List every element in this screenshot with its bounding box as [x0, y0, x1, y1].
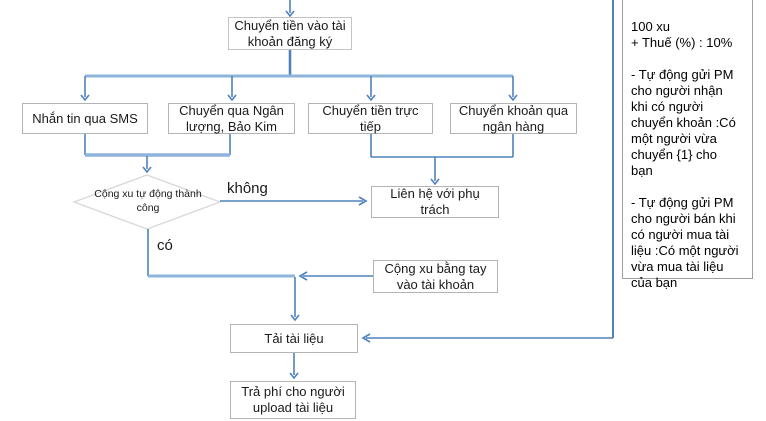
arrowhead-down-icon [80, 94, 90, 102]
node-start[interactable]: Chuyển tiền vào tài khoản đăng ký [228, 17, 352, 50]
node-nganluong-label: Chuyển qua Ngân lượng, Bảo Kim [179, 102, 284, 134]
node-taitailieu-label: Tải tài liệu [264, 330, 324, 346]
node-congxutay[interactable]: Cộng xu bằng tay vào tài khoản [373, 260, 498, 293]
node-traphi[interactable]: Trả phí cho người upload tài liệu [230, 381, 356, 419]
arrowhead-down-icon [142, 166, 152, 174]
node-tructiep[interactable]: Chuyển tiền trực tiếp [308, 103, 433, 134]
node-sms[interactable]: Nhắn tin qua SMS [22, 103, 148, 134]
arrowhead-down-icon [430, 178, 440, 186]
arrowhead-left-icon [361, 333, 371, 343]
arrowhead-down-icon [366, 94, 376, 102]
node-congxutay-label: Cộng xu bằng tay vào tài khoản [384, 260, 487, 292]
arrowhead-right-icon [358, 196, 368, 206]
node-start-label: Chuyển tiền vào tài khoản đăng ký [234, 17, 346, 49]
node-decision-label: Cộng xu tự động thành công [94, 188, 202, 214]
node-tructiep-label: Chuyển tiền trực tiếp [322, 102, 419, 134]
arrowhead-down-icon [289, 372, 299, 380]
node-nganhang-label: Chuyển khoản qua ngân hàng [458, 102, 569, 134]
node-sms-label: Nhắn tin qua SMS [32, 110, 138, 126]
decision-diamond-shape[interactable] [71, 174, 223, 230]
arrowhead-down-icon [227, 94, 237, 102]
arrowhead-down-icon [508, 94, 518, 102]
arrowhead-left-icon [298, 271, 308, 281]
edge-label-no: không [227, 180, 268, 197]
node-traphi-label: Trả phí cho người upload tài liệu [241, 384, 345, 415]
arrowhead-down-icon [290, 314, 300, 322]
node-taitailieu[interactable]: Tải tài liệu [230, 324, 358, 353]
edge-label-yes: có [157, 237, 173, 254]
node-lienhe[interactable]: Liên hệ với phụ trách [371, 186, 499, 218]
node-nganluong[interactable]: Chuyển qua Ngân lượng, Bảo Kim [168, 103, 295, 134]
connectors [71, 0, 614, 380]
notes-panel[interactable]: 100 xu + Thuế (%) : 10% - Tự động gửi PM… [622, 0, 753, 290]
node-lienhe-label: Liên hệ với phụ trách [390, 186, 480, 217]
notes-panel-text: 100 xu + Thuế (%) : 10% - Tự động gửi PM… [631, 19, 739, 290]
arrowhead-down-icon [285, 10, 295, 18]
node-nganhang[interactable]: Chuyển khoản qua ngân hàng [450, 103, 577, 134]
